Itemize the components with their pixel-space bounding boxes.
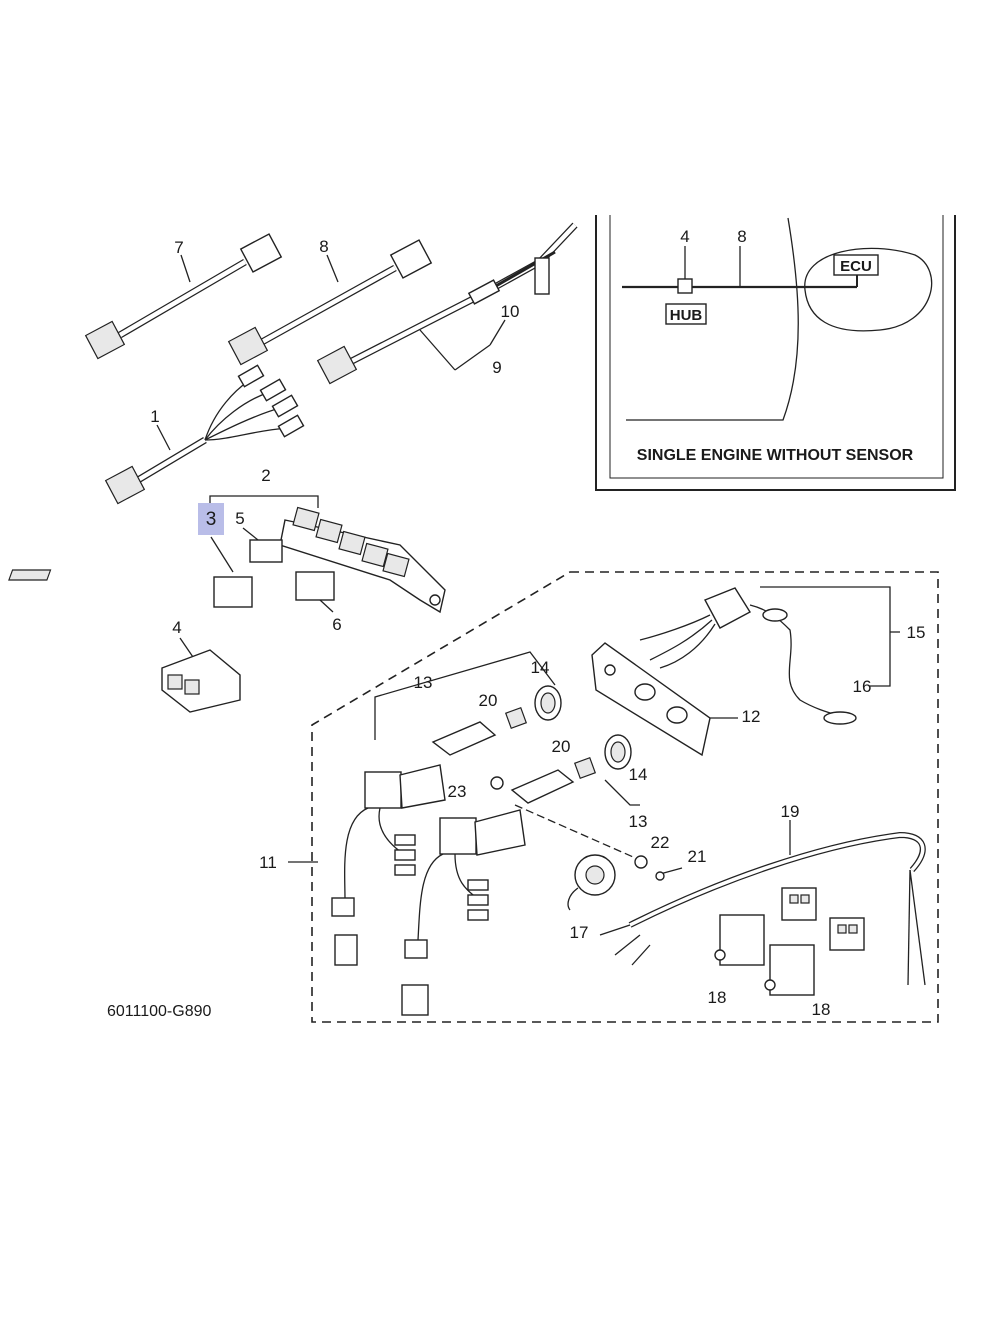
callout-22: 22 xyxy=(651,833,670,852)
callout-13-upper: 13 xyxy=(414,673,433,692)
ecu-label: ECU xyxy=(840,258,872,275)
callout-12: 12 xyxy=(742,707,761,726)
hub-label: HUB xyxy=(670,307,703,324)
callout-20-lower: 20 xyxy=(552,737,571,756)
part-1-harness xyxy=(104,364,305,505)
part-15-switch xyxy=(639,586,900,725)
part-14-nut-upper xyxy=(534,685,562,721)
callout-17: 17 xyxy=(570,923,589,942)
part-20-bracket-upper xyxy=(431,706,528,756)
callout-3-highlight xyxy=(198,503,224,535)
callout-6: 6 xyxy=(332,615,341,634)
part-23-washer xyxy=(490,776,504,790)
callout-2: 2 xyxy=(261,466,270,485)
wiring-inset: 4 8 HUB ECU SINGLE ENGINE WITHOUT SENSOR xyxy=(595,215,956,491)
callout-4: 4 xyxy=(172,618,181,637)
callout-9: 9 xyxy=(492,358,501,377)
part-11-switch-a xyxy=(331,764,446,966)
part-19-connectors xyxy=(781,887,865,951)
part-6-fuse xyxy=(295,571,335,613)
part-18-relay-b xyxy=(764,944,815,996)
callout-23: 23 xyxy=(448,782,467,801)
callout-11: 11 xyxy=(259,853,277,872)
inset-caption: SINGLE ENGINE WITHOUT SENSOR xyxy=(637,447,914,464)
inset-callout-4: 4 xyxy=(680,227,689,246)
part-17-gauge xyxy=(514,804,641,911)
kit-boundary xyxy=(311,571,939,1023)
callout-16: 16 xyxy=(853,677,872,696)
callout-15: 15 xyxy=(907,623,926,642)
callout-7: 7 xyxy=(174,238,183,257)
bracket-13-lower xyxy=(604,779,640,806)
inset-callout-8: 8 xyxy=(737,227,746,246)
part-14-nut-lower xyxy=(604,734,632,770)
part-22-nut xyxy=(634,855,648,869)
callout-19: 19 xyxy=(781,802,800,821)
part-4-connector xyxy=(161,637,241,713)
callout-14-lower: 14 xyxy=(629,765,648,784)
callout-8: 8 xyxy=(319,237,328,256)
part-21-screw xyxy=(655,867,683,881)
callout-18-a: 18 xyxy=(708,988,727,1007)
diagram-code: 6011100-G890 xyxy=(107,1003,211,1020)
part-8-harness xyxy=(227,239,433,366)
part-12-panel xyxy=(591,642,738,757)
part-20-bracket-lower xyxy=(510,756,597,804)
part-11-switch-b xyxy=(401,809,526,1016)
callout-18-b: 18 xyxy=(812,1000,831,1019)
part-18-relay-a xyxy=(714,914,765,966)
callout-5: 5 xyxy=(235,509,244,528)
callout-1: 1 xyxy=(150,407,159,426)
callout-10: 10 xyxy=(501,302,520,321)
part-7-harness xyxy=(84,233,283,360)
bracket-13-upper xyxy=(374,651,556,740)
part-5-fuse xyxy=(242,527,283,563)
part-3-relay xyxy=(8,536,253,608)
callout-20-upper: 20 xyxy=(479,691,498,710)
callout-3: 3 xyxy=(206,509,217,530)
callout-13-lower: 13 xyxy=(629,812,648,831)
part-9-harness xyxy=(316,222,578,385)
callout-21: 21 xyxy=(688,847,707,866)
part-2-block xyxy=(209,495,446,614)
part-19-harness xyxy=(599,820,926,986)
callout-14-upper: 14 xyxy=(531,658,550,677)
